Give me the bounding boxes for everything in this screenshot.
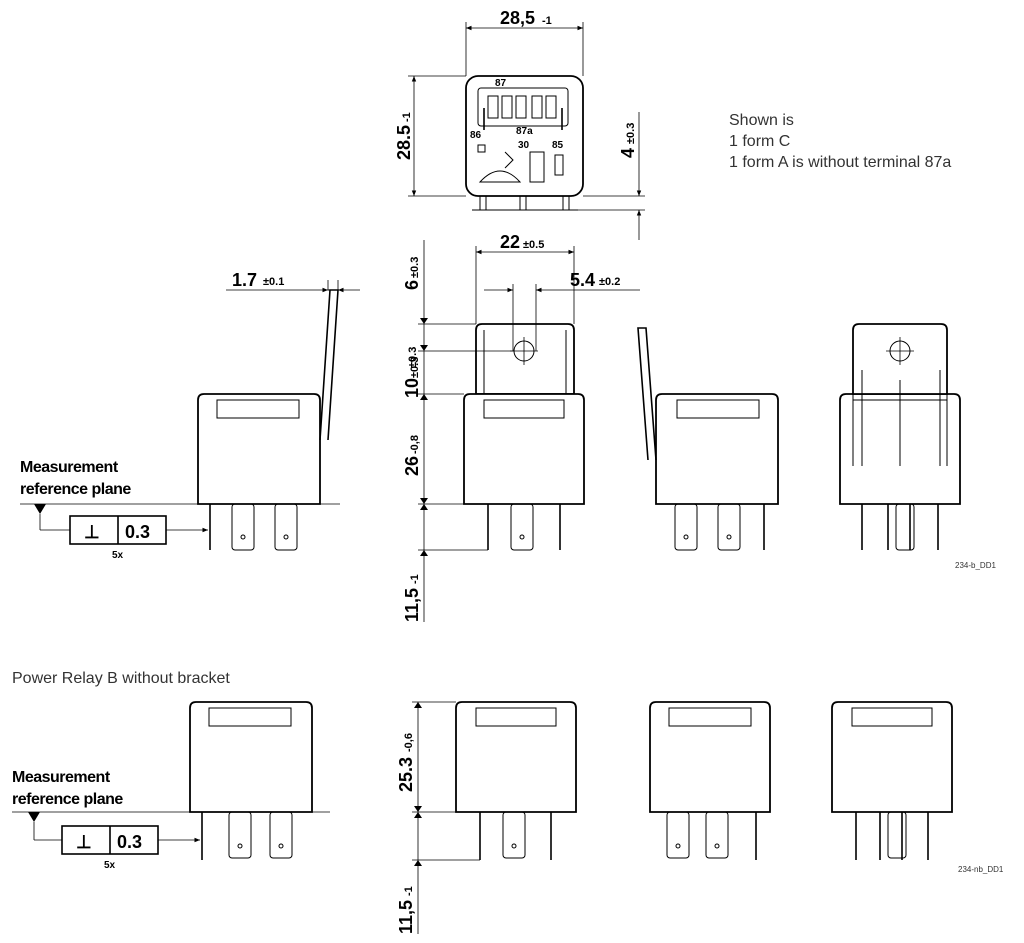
top-height-tol: -1	[401, 112, 413, 122]
measurement-label-1b: reference plane	[20, 481, 131, 498]
dim-11-5-b-value: 11,5	[396, 900, 416, 934]
bracket-back-view	[839, 323, 961, 551]
dim-11-5-tol: -1	[409, 574, 421, 584]
top-width-dim: 28,5	[500, 8, 535, 28]
dim-26-tol: -0,8	[409, 435, 421, 454]
terminal-86: 86	[470, 130, 482, 141]
bracket-side-view-right	[637, 327, 779, 551]
bracket-thickness-tol: ±0.1	[263, 276, 284, 288]
terminal-30: 30	[518, 140, 530, 151]
dim-11-5-b-tol: -1	[403, 886, 415, 896]
no-bracket-side-view-left	[189, 701, 313, 860]
dim-26-value: 26	[402, 456, 422, 476]
multiplier-1: 5x	[112, 550, 124, 561]
dim-0-3-tol: ±0.3	[407, 347, 419, 368]
no-bracket-dimensions: 25.3 -0,6 11,5 -1	[396, 701, 480, 934]
dim-6-value: 6	[402, 280, 422, 290]
hole-spacing-value: 22	[500, 232, 520, 252]
section-title-no-bracket: Power Relay B without bracket	[12, 670, 230, 687]
measurement-label-2b: reference plane	[12, 791, 123, 808]
bracket-front-view	[463, 323, 585, 551]
measurement-label-1a: Measurement	[20, 459, 119, 476]
perpendicular-symbol-2: ⊥	[76, 832, 92, 852]
note-line-3: 1 form A is without terminal 87a	[729, 154, 951, 171]
bracket-thickness-value: 1.7	[232, 270, 257, 290]
no-bracket-back-view	[831, 701, 953, 860]
drawing-code-no-bracket: 234-nb_DD1	[958, 865, 1004, 874]
bracket-side-view-left	[197, 289, 339, 551]
hole-offset-tol: ±0.2	[599, 276, 620, 288]
drawing-code-bracket: 234-b_DD1	[955, 561, 996, 570]
dim-10-tol: ±0.3	[409, 357, 421, 378]
terminal-87a: 87a	[516, 126, 533, 137]
top-height-dim: 28.5	[394, 125, 414, 160]
hole-offset-value: 5.4	[570, 270, 595, 290]
measurement-label-2a: Measurement	[12, 769, 111, 786]
terminal-85: 85	[552, 140, 564, 151]
dim-6-tol: ±0.3	[409, 257, 421, 278]
top-view: 87 86 87a 30 85 28,5 -1 28.5 -1 4 ±0.3	[394, 8, 645, 240]
bracket-thickness-dimension: 1.7 ±0.1	[226, 270, 360, 293]
note-line-1: Shown is	[729, 112, 794, 129]
hole-spacing-tol: ±0.5	[523, 239, 544, 251]
no-bracket-front-view	[455, 701, 577, 860]
tolerance-value-1: 0.3	[125, 522, 150, 542]
pin-length-tol: ±0.3	[625, 123, 637, 144]
measurement-reference-2: Measurement reference plane ⊥ 0.3 5x	[12, 769, 330, 871]
note-line-2: 1 form C	[729, 133, 790, 150]
terminal-87: 87	[495, 78, 507, 89]
measurement-reference-1: Measurement reference plane ⊥ 0.3 5x	[20, 459, 340, 561]
bracket-front-dimensions: 22 ±0.5 5.4 ±0.2 6 ±0.3 ±0.3 10 ±0.3 26 …	[402, 232, 640, 622]
no-bracket-side-view-right	[649, 701, 771, 860]
dim-25-3-tol: -0,6	[403, 733, 415, 752]
multiplier-2: 5x	[104, 860, 116, 871]
dim-11-5-value: 11,5	[402, 588, 422, 622]
perpendicular-symbol-1: ⊥	[84, 522, 100, 542]
dim-10-value: 10	[402, 378, 422, 398]
tolerance-value-2: 0.3	[117, 832, 142, 852]
notes: Shown is 1 form C 1 form A is without te…	[729, 112, 951, 171]
dim-25-3-value: 25.3	[396, 757, 416, 792]
top-width-tol: -1	[542, 15, 552, 27]
pin-length-dim: 4	[618, 148, 638, 158]
